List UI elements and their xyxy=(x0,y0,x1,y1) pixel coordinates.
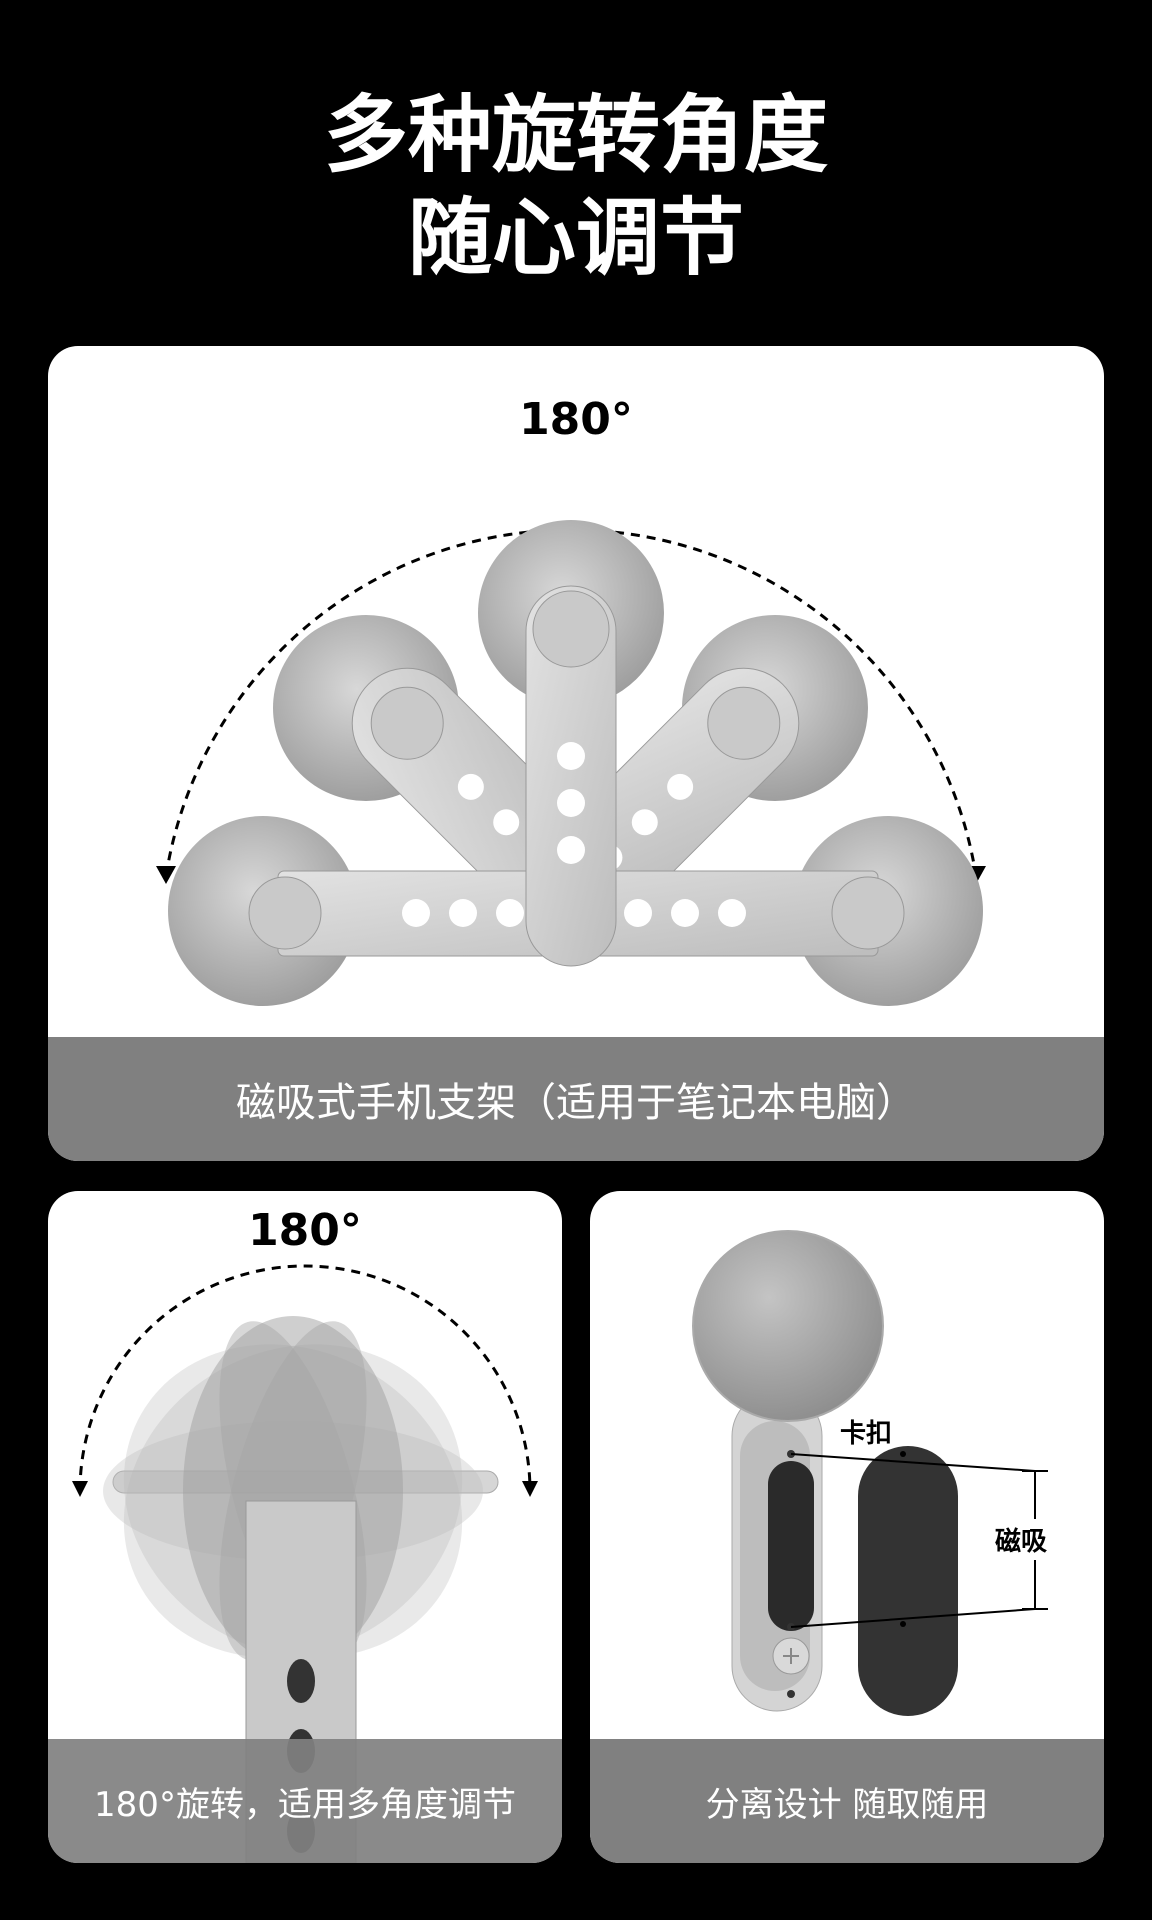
card-right-caption: 分离设计 随取随用 xyxy=(590,1739,1104,1863)
clip-label: 卡扣 xyxy=(840,1419,893,1449)
headline-line-1: 多种旋转角度 xyxy=(323,86,828,184)
card-top: 180° xyxy=(48,346,1104,1161)
rotation-angle-label-small: 180° xyxy=(248,1205,362,1256)
magnet-label: 磁吸 xyxy=(995,1519,1048,1560)
card-left-caption: 180°旋转，适用多角度调节 xyxy=(48,1739,562,1863)
card-top-caption: 磁吸式手机支架（适用于笔记本电脑） xyxy=(48,1037,1104,1161)
rotation-angle-label: 180° xyxy=(519,394,633,445)
headline-line-2: 随心调节 xyxy=(407,189,744,287)
card-left: 180° 180°旋转，适用多角度调节 xyxy=(48,1191,562,1863)
card-right: 卡扣 磁吸 分离设计 随取随用 xyxy=(590,1191,1104,1863)
detachable-parts-illustration xyxy=(692,1230,1048,1716)
fan-stand-illustration xyxy=(156,520,986,1006)
